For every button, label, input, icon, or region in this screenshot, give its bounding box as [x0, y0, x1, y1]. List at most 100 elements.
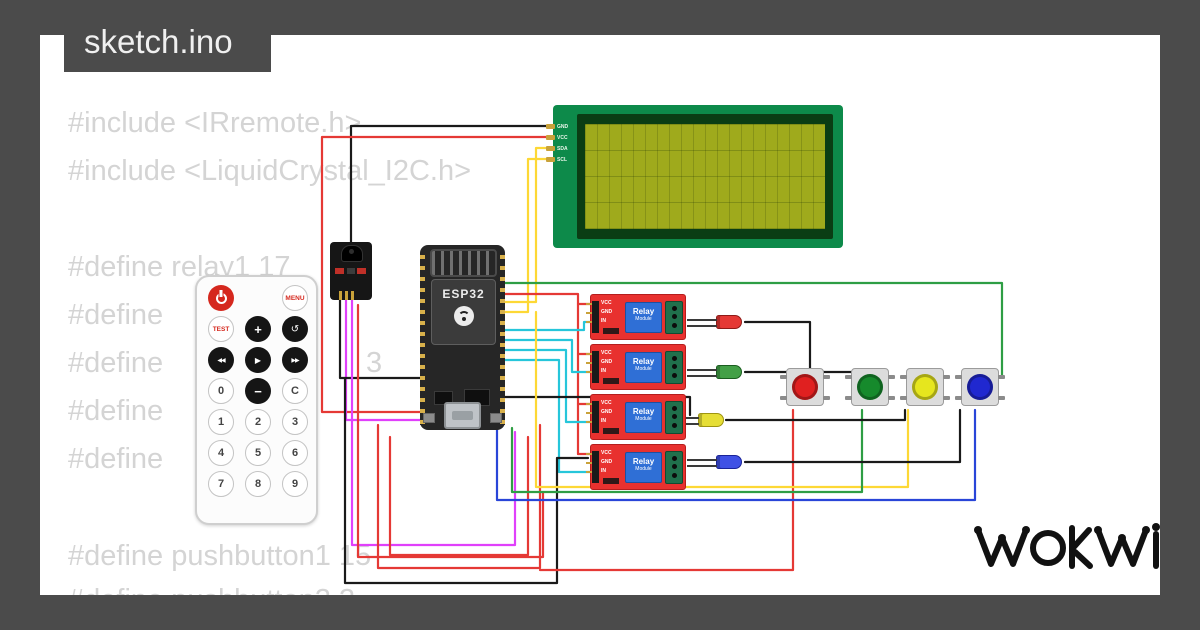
- remote-c-button[interactable]: C: [282, 378, 308, 404]
- relay-module-2[interactable]: VCC GND IN Relay Module: [586, 344, 686, 390]
- relay-pin-header: [586, 451, 599, 483]
- relay-pin-labels: VCC GND IN: [601, 450, 613, 474]
- lcd-pin-label-vcc: VCC: [557, 135, 568, 141]
- code-line: #define: [68, 395, 164, 427]
- pushbutton-green[interactable]: [845, 368, 895, 406]
- file-title: sketch.ino: [84, 23, 233, 60]
- remote-9-button[interactable]: 9: [282, 471, 308, 497]
- relay-pin-labels: VCC GND IN: [601, 350, 613, 374]
- remote-6-button[interactable]: 6: [282, 440, 308, 466]
- code-line: #define relay1 17: [68, 251, 291, 283]
- remote-minus-button[interactable]: −: [245, 378, 271, 404]
- ir-pin: [345, 291, 348, 300]
- remote-prev-button[interactable]: ◀◀: [208, 347, 234, 373]
- ir-pin: [351, 291, 354, 300]
- lcd-pins: [546, 124, 555, 168]
- power-icon: [215, 292, 227, 304]
- code-line: #define: [68, 347, 164, 379]
- relay-module-3[interactable]: VCC GND IN Relay Module: [586, 394, 686, 440]
- relay-module-1[interactable]: VCC GND IN Relay Module: [586, 294, 686, 340]
- boot-button[interactable]: [423, 413, 435, 423]
- led-red[interactable]: [687, 315, 742, 329]
- relay-pin-header: [586, 351, 599, 383]
- esp32-board[interactable]: ESP32: [420, 245, 505, 430]
- led-blue[interactable]: [687, 455, 742, 469]
- lcd-display[interactable]: GND VCC SDA SCL: [546, 105, 843, 248]
- smd-component: [357, 268, 366, 274]
- code-line: #include <IRremote.h>: [68, 107, 362, 139]
- remote-2-button[interactable]: 2: [245, 409, 271, 435]
- relay-box: Relay Module: [625, 302, 662, 333]
- smd-component: [603, 328, 619, 334]
- pushbutton-red[interactable]: [780, 368, 830, 406]
- led-green[interactable]: [687, 365, 742, 379]
- relay-box: Relay Module: [625, 452, 662, 483]
- smd-component: [603, 478, 619, 484]
- remote-plus-button[interactable]: +: [245, 316, 271, 342]
- code-line: #define pushbutton1 15: [68, 540, 372, 572]
- relay-box: Relay Module: [625, 352, 662, 383]
- antenna-icon: [430, 249, 497, 277]
- reset-button[interactable]: [490, 413, 502, 423]
- wokwi-logo: [974, 523, 1160, 569]
- smd-component: [603, 378, 619, 384]
- screw-terminal: [665, 351, 683, 384]
- screw-terminal: [665, 301, 683, 334]
- esp32-right-pins: [500, 255, 505, 425]
- pushbutton-blue[interactable]: [955, 368, 1005, 406]
- remote-next-button[interactable]: ▶▶: [282, 347, 308, 373]
- file-title-box: sketch.ino: [64, 12, 271, 72]
- relay-pin-header: [586, 301, 599, 333]
- ir-receiver-module[interactable]: [330, 242, 372, 300]
- lcd-pin-label-gnd: GND: [557, 124, 569, 130]
- esp32-left-pins: [420, 255, 425, 425]
- remote-1-button[interactable]: 1: [208, 409, 234, 435]
- wifi-logo-icon: [453, 306, 474, 326]
- screw-terminal: [665, 451, 683, 484]
- frame-border-left: [0, 0, 40, 630]
- frame-border-right: [1160, 0, 1200, 630]
- remote-power-button[interactable]: [208, 285, 234, 311]
- remote-back-button[interactable]: ↺: [282, 316, 308, 342]
- lcd-pin-label-sda: SDA: [557, 146, 568, 152]
- smd-component: [335, 268, 344, 274]
- relay-pin-labels: VCC GND IN: [601, 300, 613, 324]
- remote-8-button[interactable]: 8: [245, 471, 271, 497]
- remote-3-button[interactable]: 3: [282, 409, 308, 435]
- remote-menu-button[interactable]: MENU: [282, 285, 308, 311]
- relay-pin-labels: VCC GND IN: [601, 400, 613, 424]
- button-cap-blue[interactable]: [967, 374, 993, 400]
- relay-box: Relay Module: [625, 402, 662, 433]
- esp32-shield: ESP32: [431, 279, 496, 345]
- lcd-screen: [585, 124, 825, 229]
- esp32-label: ESP32: [442, 287, 485, 301]
- relay-pin-header: [586, 401, 599, 433]
- screw-terminal: [665, 401, 683, 434]
- pushbutton-yellow[interactable]: [900, 368, 950, 406]
- led-yellow[interactable]: [686, 413, 724, 427]
- ir-pin: [339, 291, 342, 300]
- lcd-bezel: [577, 114, 833, 239]
- lcd-pin-labels: GND VCC SDA SCL: [557, 122, 568, 166]
- ir-sensor-dome: [341, 245, 363, 262]
- code-line: #define: [68, 443, 164, 475]
- lcd-pin-label-scl: SCL: [557, 157, 567, 163]
- relay-module-4[interactable]: VCC GND IN Relay Module: [586, 444, 686, 490]
- remote-play-button[interactable]: ▶: [245, 347, 271, 373]
- ir-remote[interactable]: MENU TEST + ↺ ◀◀ ▶ ▶▶ 0 − C 1 2 3 4 5 6 …: [195, 275, 318, 525]
- usb-connector: [444, 402, 481, 429]
- remote-5-button[interactable]: 5: [245, 440, 271, 466]
- remote-7-button[interactable]: 7: [208, 471, 234, 497]
- button-cap-red[interactable]: [792, 374, 818, 400]
- code-line: #define: [68, 299, 164, 331]
- frame-border-bottom: [0, 595, 1200, 630]
- remote-test-button[interactable]: TEST: [208, 316, 234, 342]
- smd-component: [347, 268, 355, 274]
- code-line: 3: [366, 347, 383, 379]
- button-cap-yellow[interactable]: [912, 374, 938, 400]
- remote-0-button[interactable]: 0: [208, 378, 234, 404]
- code-line: #include <LiquidCrystal_I2C.h>: [68, 155, 472, 187]
- remote-4-button[interactable]: 4: [208, 440, 234, 466]
- button-cap-green[interactable]: [857, 374, 883, 400]
